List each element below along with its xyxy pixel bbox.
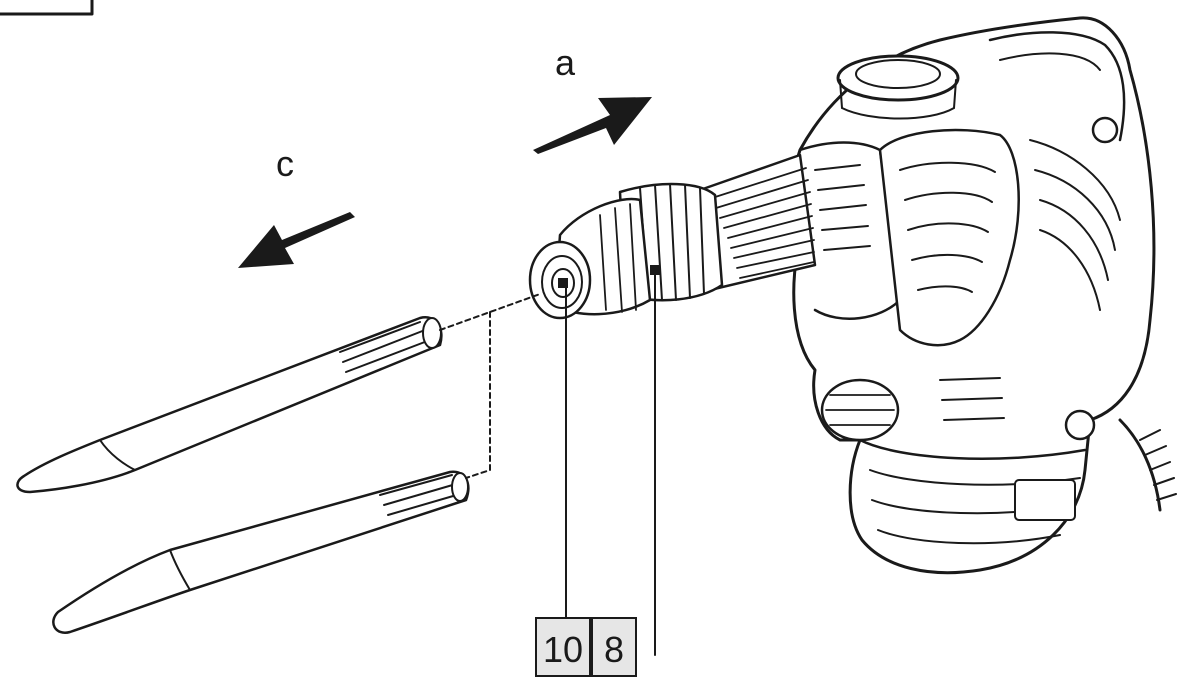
callout-8-label: 8	[604, 629, 624, 670]
callout-10: 10	[535, 617, 591, 677]
chisel-pointed	[16, 316, 443, 494]
label-direction-c: c	[276, 143, 294, 184]
corner-frame	[0, 0, 94, 16]
callout-8: 8	[591, 617, 637, 677]
leader-lines	[565, 269, 656, 656]
callout-10-label: 10	[543, 629, 583, 670]
chisel-flat	[52, 470, 470, 634]
arrow-c	[238, 212, 355, 268]
label-direction-a: a	[555, 42, 576, 83]
alignment-guides	[439, 293, 541, 479]
hammer-drill	[528, 16, 1177, 575]
arrow-a	[533, 97, 652, 154]
